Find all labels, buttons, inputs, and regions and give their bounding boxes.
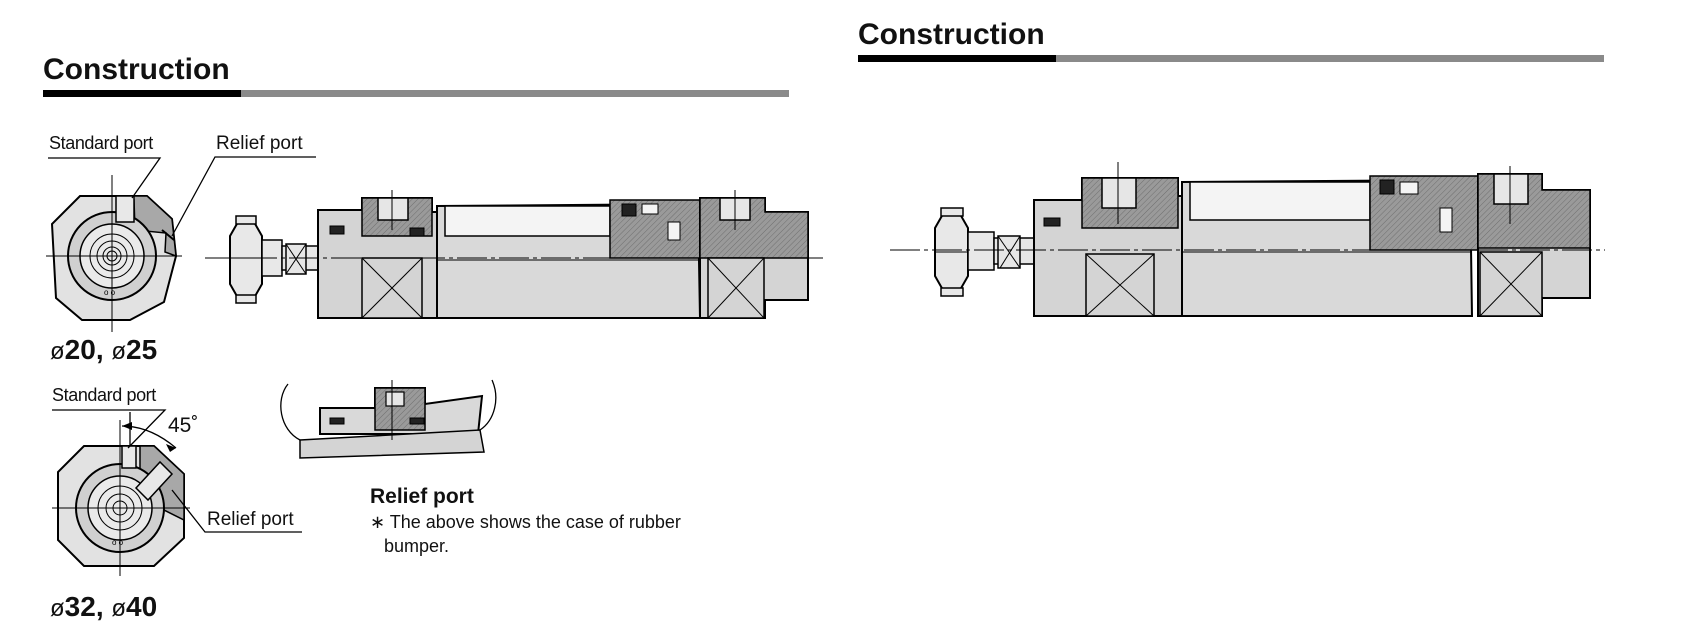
leader-lines-bottom (52, 409, 302, 533)
right-title-rule (858, 55, 1604, 62)
relief-port-note-title: Relief port (370, 485, 474, 508)
left-title-rule (43, 90, 789, 97)
relief-port-note-text: ∗ The above shows the case of rubber bum… (370, 512, 681, 556)
relief-port-label-top: Relief port (216, 133, 303, 154)
size-label-top: ø20, ø25 (50, 334, 158, 365)
relief-port-label-bottom: Relief port (207, 509, 294, 530)
angle-label: 45˚ (168, 414, 199, 437)
cylinder-side-view-right (890, 162, 1605, 317)
svg-text:o o: o o (104, 288, 116, 297)
right-section-title: Construction (858, 18, 1045, 51)
standard-port-label-bottom: Standard port (52, 385, 156, 405)
end-view-large: o o (52, 420, 190, 576)
leader-lines-top (48, 156, 316, 237)
left-section-title: Construction (43, 53, 230, 86)
relief-port-detail (280, 379, 497, 459)
cylinder-side-view-top (205, 190, 825, 319)
size-label-bottom: ø32, ø40 (50, 591, 158, 622)
svg-text:o o: o o (112, 538, 124, 547)
standard-port-label-top: Standard port (49, 133, 153, 153)
end-view-small: o o (46, 175, 182, 332)
